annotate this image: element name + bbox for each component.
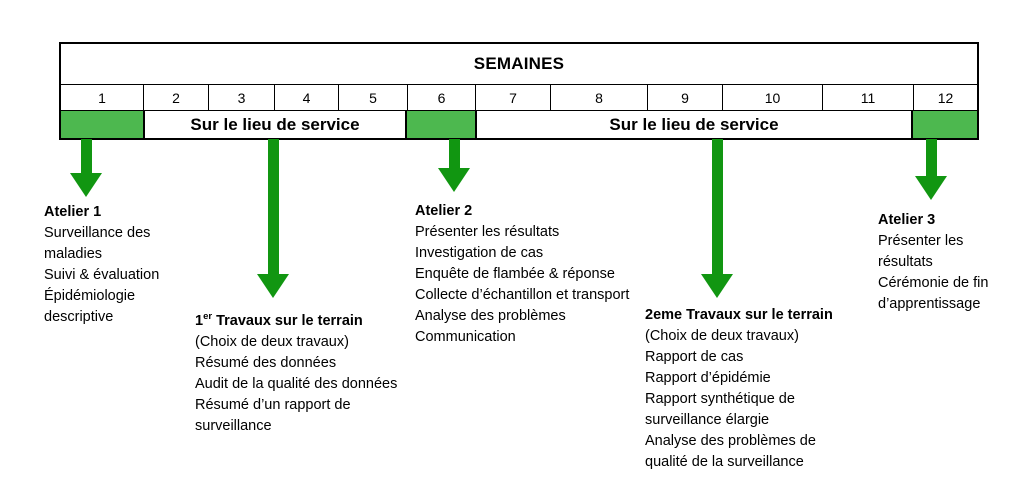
block-title: 2eme Travaux sur le terrain: [645, 307, 833, 323]
arrow-head-icon: [438, 168, 470, 192]
workshop-week-cell-12: [913, 111, 977, 138]
workshop-week-cell-6: [407, 111, 475, 138]
week-cell-11: 11: [822, 85, 913, 111]
arrow-head-icon: [257, 274, 289, 298]
block-title: Atelier 3: [878, 212, 936, 228]
block-atelier-3: Atelier 3 Présenter les résultats Cérémo…: [878, 210, 998, 315]
week-cell-4: 4: [274, 85, 338, 111]
block-lines: Présenter les résultats Investigation de…: [415, 224, 630, 345]
title-text: Travaux sur le terrain: [212, 312, 363, 329]
workshop-week-cell-1: [61, 111, 143, 138]
week-cell-2: 2: [143, 85, 208, 111]
weeks-table: SEMAINES 1 2 3 4 5 6 7 8 9 10 11 12 Sur …: [59, 42, 979, 140]
week-cell-3: 3: [208, 85, 274, 111]
arrow-shaft: [267, 139, 279, 274]
block-travaux-1: 1er Travaux sur le terrain (Choix de deu…: [195, 306, 425, 437]
arrow-shaft: [80, 139, 92, 173]
block-atelier-2: Atelier 2 Présenter les résultats Invest…: [415, 201, 647, 348]
arrow-shaft: [925, 139, 937, 176]
block-title: Atelier 2: [415, 203, 473, 219]
title-ordinal-suffix: er: [203, 311, 213, 322]
week-cell-12: 12: [913, 85, 977, 111]
title-number: 1: [195, 312, 204, 329]
arrow-travaux-2: [701, 139, 733, 298]
week-cell-1: 1: [61, 85, 143, 111]
block-lines: Résumé des données Audit de la qualité d…: [195, 354, 398, 434]
arrow-atelier-3: [915, 139, 947, 200]
arrow-shaft: [448, 139, 460, 168]
week-cell-6: 6: [407, 85, 475, 111]
arrow-travaux-1: [257, 139, 289, 298]
arrow-shaft: [711, 139, 723, 274]
week-cell-10: 10: [722, 85, 822, 111]
service-period-1: Sur le lieu de service: [143, 111, 407, 138]
block-travaux-2: 2eme Travaux sur le terrain (Choix de de…: [645, 305, 857, 473]
service-period-2: Sur le lieu de service: [475, 111, 913, 138]
block-lines: Présenter les résultats Cérémonie de fin…: [878, 233, 989, 312]
block-lines: Rapport de cas Rapport d’épidémie Rappor…: [645, 349, 816, 470]
block-lines: Surveillance des maladies Suivi & évalua…: [44, 225, 160, 325]
arrow-head-icon: [70, 173, 102, 197]
week-cell-9: 9: [647, 85, 722, 111]
week-cell-8: 8: [550, 85, 647, 111]
arrow-atelier-2: [438, 139, 470, 192]
block-subtitle: (Choix de deux travaux): [645, 328, 799, 344]
block-atelier-1: Atelier 1 Surveillance des maladies Suiv…: [44, 202, 178, 328]
weeks-table-title: SEMAINES: [61, 44, 977, 85]
week-cell-7: 7: [475, 85, 550, 111]
block-subtitle: (Choix de deux travaux): [195, 333, 349, 350]
block-title: Atelier 1: [44, 204, 102, 220]
arrow-head-icon: [701, 274, 733, 298]
arrow-atelier-1: [70, 139, 102, 197]
week-cell-5: 5: [338, 85, 407, 111]
arrow-head-icon: [915, 176, 947, 200]
block-title: 1er Travaux sur le terrain: [195, 306, 425, 332]
